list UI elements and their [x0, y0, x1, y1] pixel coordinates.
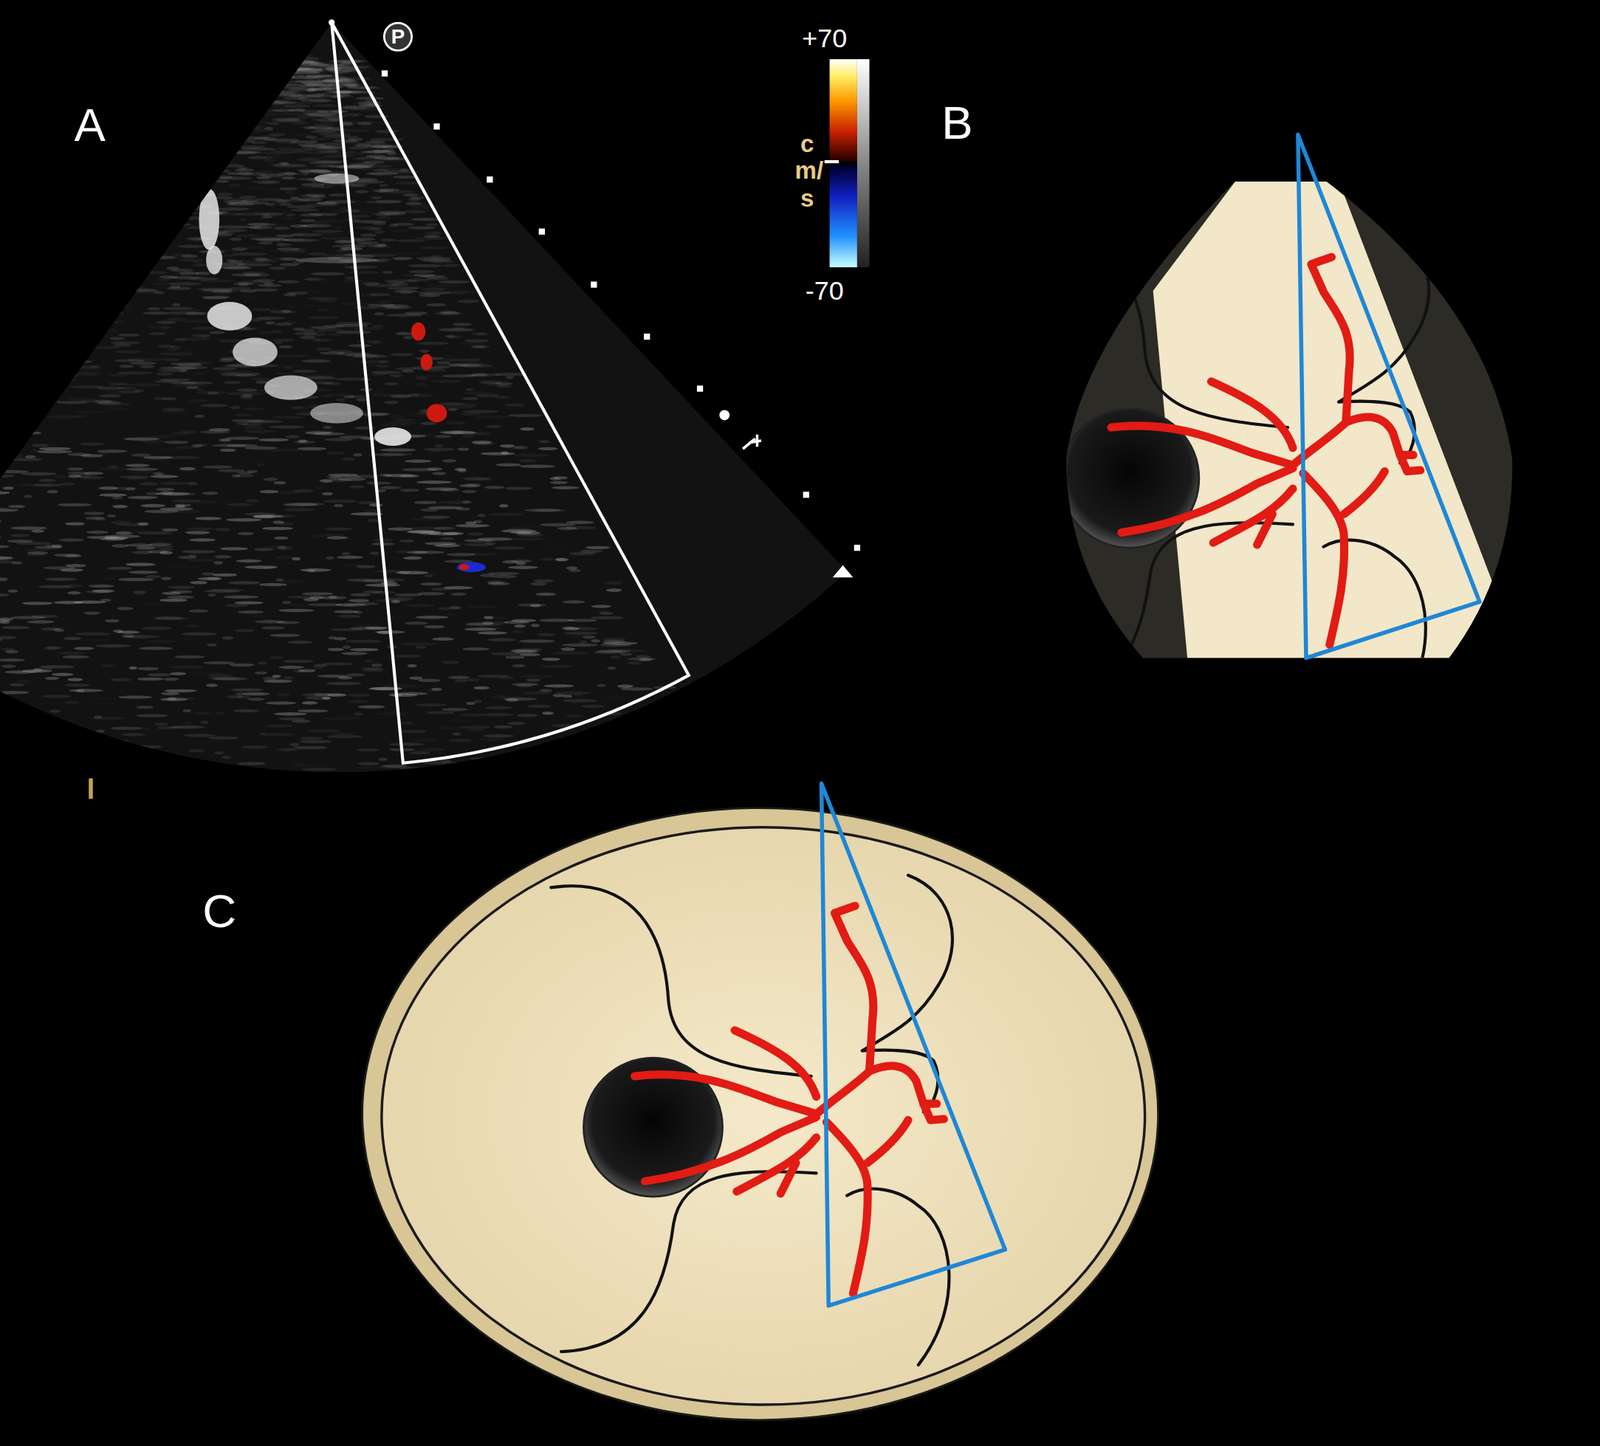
doppler-signal [411, 322, 486, 573]
bright-echoes [198, 173, 411, 446]
marker-letter: P [391, 26, 405, 48]
zero-mark [824, 160, 839, 164]
ultrasound-fan [0, 22, 847, 773]
probe-marker: P [382, 21, 413, 52]
depth-markers [328, 19, 861, 578]
orange-tick [88, 778, 94, 799]
grey-bar [857, 59, 870, 268]
panel-letter: A [73, 96, 105, 153]
panel-letter: B [941, 95, 973, 151]
scale-value: +70 [801, 22, 847, 55]
sector-view [1027, 134, 1513, 717]
skull-section [362, 783, 1159, 1420]
unit-label: cm/s [795, 130, 820, 212]
scale-value: -70 [805, 274, 844, 307]
panel-letter: C [202, 883, 237, 940]
doppler-box [331, 22, 689, 763]
ultrasound-speckle [0, 45, 677, 779]
